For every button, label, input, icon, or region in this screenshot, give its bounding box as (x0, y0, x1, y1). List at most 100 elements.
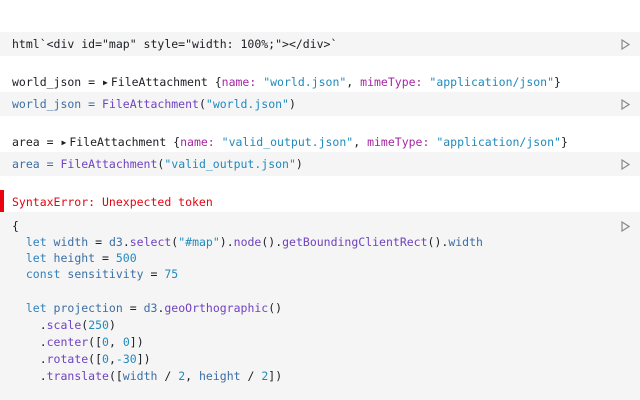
code-punct: . (122, 235, 130, 249)
code-text: world_json = (12, 97, 103, 111)
code-number: -30 (115, 352, 137, 366)
code-punct: ]) (268, 369, 283, 383)
output-variable-name: world_json (12, 75, 82, 89)
code-number: 500 (115, 251, 137, 265)
code-function: getBoundingClientRect (282, 235, 428, 249)
code-string: "world.json" (205, 97, 289, 111)
code-punct: ([ (88, 335, 103, 349)
code-text: html`<div id="map" style="width: 100%;">… (12, 37, 338, 51)
run-cell-icon[interactable] (620, 98, 630, 110)
output-equals: = (81, 75, 103, 89)
code-line: world_json = FileAttachment("world.json"… (12, 96, 296, 112)
code-identifier: d3 (108, 235, 123, 249)
code-keyword: let (12, 251, 54, 265)
code-brace: { (12, 219, 19, 233)
expand-triangle-icon[interactable]: ▶ (61, 138, 67, 147)
output-brace: } (554, 75, 561, 89)
output-type: FileAttachment (69, 135, 167, 149)
code-string: "valid_output.json" (164, 157, 296, 171)
code-operator: = (122, 301, 144, 315)
code-operator: = (88, 235, 109, 249)
code-function: translate (46, 369, 109, 383)
code-punct: . (12, 369, 47, 383)
code-function: FileAttachment (102, 97, 199, 111)
code-operator: = (143, 267, 165, 281)
code-number: 0 (102, 335, 109, 349)
output-variable-name: area (12, 135, 40, 149)
code-punct: . (157, 301, 165, 315)
error-indicator-bar (0, 190, 4, 212)
code-line: let height = 500 (12, 250, 137, 266)
output-key: mimeType: (360, 75, 430, 89)
output-key: name: (180, 135, 222, 149)
code-identifier: width (53, 235, 89, 249)
code-line: .scale(250) (12, 317, 116, 333)
code-keyword: const (12, 267, 68, 281)
expand-triangle-icon[interactable]: ▶ (103, 78, 108, 87)
code-punct: ([ (108, 369, 123, 383)
code-string: "#map" (178, 235, 220, 249)
code-line: .translate([width / 2, height / 2]) (12, 368, 282, 384)
code-paren: ( (198, 97, 206, 111)
code-identifier: width (122, 369, 158, 383)
code-function: select (129, 235, 172, 249)
code-identifier: height (199, 369, 241, 383)
code-punct: , (108, 352, 116, 366)
code-paren: ) (288, 97, 296, 111)
code-number: 250 (88, 318, 109, 332)
code-punct: ( (81, 318, 89, 332)
code-operator: = (95, 251, 116, 265)
output-value: "application/json" (436, 135, 561, 149)
code-function: FileAttachment (60, 157, 158, 171)
cell-output-world-json: world_json = ▶FileAttachment {name: "wor… (12, 74, 561, 91)
output-brace: { (166, 135, 181, 149)
output-value: "world.json" (263, 75, 347, 89)
code-cell-world-json[interactable]: world_json = FileAttachment("world.json"… (0, 92, 640, 116)
code-identifier: d3 (143, 301, 158, 315)
output-brace: } (560, 135, 568, 149)
code-identifier: projection (53, 301, 123, 315)
output-value: "application/json" (429, 75, 555, 89)
code-line: { (12, 218, 19, 234)
code-operator: / (157, 369, 179, 383)
code-punct: ]) (129, 335, 144, 349)
code-cell-area[interactable]: area = FileAttachment("valid_output.json… (0, 152, 640, 176)
code-number: 2 (178, 369, 186, 383)
code-punct: ( (171, 235, 179, 249)
code-operator: / (240, 369, 262, 383)
output-brace: { (207, 75, 222, 89)
run-cell-icon[interactable] (620, 220, 630, 232)
output-key: name: (221, 75, 264, 89)
code-line: const sensitivity = 75 (12, 266, 178, 282)
code-punct: , (108, 335, 123, 349)
code-punct: (). (261, 235, 283, 249)
code-punct: , (185, 369, 199, 383)
code-punct: ([ (88, 352, 103, 366)
code-text: area = (12, 157, 61, 171)
code-paren: ) (295, 157, 303, 171)
code-punct: . (12, 352, 47, 366)
code-line: let projection = d3.geoOrthographic() (12, 300, 282, 316)
code-function: rotate (46, 352, 89, 366)
code-number: 75 (164, 267, 179, 281)
code-function: center (46, 335, 89, 349)
code-cell-globe[interactable]: { let width = d3.select("#map").node().g… (0, 212, 640, 400)
output-equals: = (39, 135, 61, 149)
code-cell-html[interactable]: html`<div id="map" style="width: 100%;">… (0, 32, 640, 56)
run-cell-icon[interactable] (620, 38, 630, 50)
run-cell-icon[interactable] (620, 158, 630, 170)
code-punct: . (12, 318, 47, 332)
code-number: 0 (102, 352, 109, 366)
code-line: .rotate([0,-30]) (12, 351, 151, 367)
code-line: area = FileAttachment("valid_output.json… (12, 156, 303, 172)
code-punct: . (12, 335, 47, 349)
code-number: 2 (261, 369, 269, 383)
code-keyword: let (12, 301, 54, 315)
code-number: 0 (122, 335, 130, 349)
code-identifier: width (448, 235, 483, 249)
code-punct: ). (219, 235, 234, 249)
code-punct: () (268, 301, 283, 315)
code-identifier: height (53, 251, 96, 265)
code-function: geoOrthographic (164, 301, 269, 315)
code-line: let width = d3.select("#map").node().get… (12, 234, 483, 250)
